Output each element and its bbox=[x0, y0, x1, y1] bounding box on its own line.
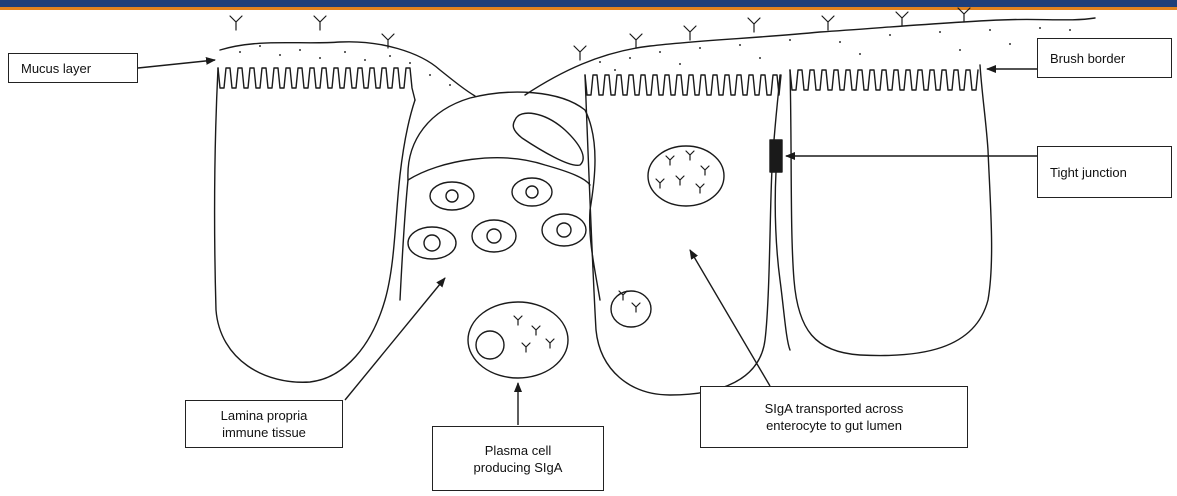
antibody-icon bbox=[382, 34, 394, 48]
antibody-icon bbox=[822, 16, 834, 30]
junction-line bbox=[775, 172, 790, 350]
sigA-vesicle bbox=[611, 291, 651, 327]
right-microvilli bbox=[790, 70, 978, 90]
plasma-cell-nucleus bbox=[476, 331, 504, 359]
immune-cell bbox=[512, 178, 552, 206]
lamina-propria-lower bbox=[400, 180, 408, 300]
elongated-cell bbox=[513, 113, 583, 165]
lamina-propria-outline bbox=[408, 92, 600, 300]
sigA-vesicle bbox=[648, 146, 724, 206]
immune-cell bbox=[472, 220, 516, 252]
label-mucus-layer: Mucus layer bbox=[8, 53, 138, 83]
label-brush-border: Brush border bbox=[1037, 38, 1172, 78]
immune-cell bbox=[430, 182, 474, 210]
middle-enterocyte bbox=[585, 75, 780, 395]
arrow-sigA bbox=[690, 250, 770, 386]
right-enterocyte bbox=[790, 65, 992, 356]
arrow-mucus bbox=[138, 60, 215, 68]
arrow-lamina-propria bbox=[345, 278, 445, 400]
antibody-icon bbox=[896, 12, 908, 26]
label-plasma-cell: Plasma cell producing SIgA bbox=[432, 426, 604, 491]
left-microvilli bbox=[218, 68, 415, 100]
antibody-icon bbox=[314, 16, 326, 30]
left-enterocyte bbox=[215, 68, 415, 382]
immune-cell bbox=[408, 227, 456, 259]
antibody-icon bbox=[748, 18, 760, 32]
antibody-icon bbox=[958, 8, 970, 22]
label-lamina-propria: Lamina propria immune tissue bbox=[185, 400, 343, 448]
middle-microvilli bbox=[585, 75, 781, 95]
antibody-icon bbox=[630, 34, 642, 48]
tight-junction-mark bbox=[770, 140, 782, 172]
antibody-icon bbox=[574, 46, 586, 60]
label-sigA-transport: SIgA transported across enterocyte to gu… bbox=[700, 386, 968, 448]
antibody-icon bbox=[230, 16, 242, 30]
antibody-icon bbox=[684, 26, 696, 40]
label-tight-junction: Tight junction bbox=[1037, 146, 1172, 198]
immune-cell bbox=[542, 214, 586, 246]
